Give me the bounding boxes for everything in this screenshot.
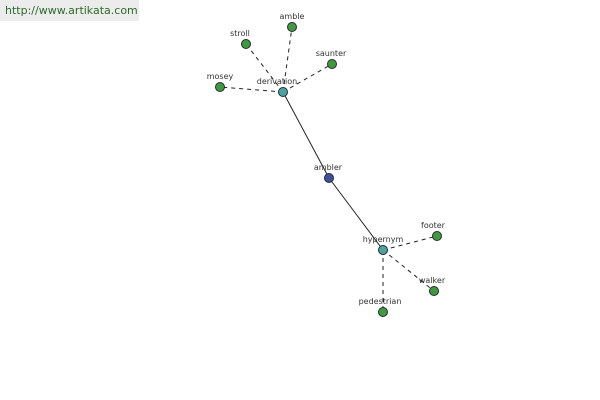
node-pedestrian[interactable] [378, 307, 388, 317]
node-label-pedestrian: pedestrian [359, 297, 402, 306]
node-label-walker: walker [419, 276, 446, 285]
edge-ambler-hypernym [328, 177, 384, 251]
node-mosey[interactable] [215, 82, 225, 92]
node-saunter[interactable] [327, 59, 337, 69]
edge-derivation-amble [282, 26, 293, 93]
node-derivation[interactable] [278, 87, 288, 97]
node-label-ambler: ambler [314, 163, 343, 172]
node-stroll[interactable] [241, 39, 251, 49]
nodes-layer [215, 22, 442, 317]
node-label-amble: amble [280, 12, 305, 21]
node-amble[interactable] [287, 22, 297, 32]
node-label-derivation: derivation [257, 77, 297, 86]
edge-derivation-saunter [282, 63, 333, 93]
node-label-saunter: saunter [316, 49, 347, 58]
labels-layer: ambler derivation hypernym amble stroll saunt… [207, 12, 446, 306]
edge-hypernym-footer [382, 235, 438, 251]
node-label-hypernym: hypernym [363, 235, 404, 244]
node-ambler[interactable] [324, 173, 334, 183]
node-footer[interactable] [432, 231, 442, 241]
node-label-stroll: stroll [230, 29, 250, 38]
edge-hypernym-walker [382, 249, 435, 292]
edge-ambler-derivation [282, 91, 330, 179]
node-label-mosey: mosey [207, 72, 234, 81]
node-walker[interactable] [429, 286, 439, 296]
edges-layer [219, 26, 438, 312]
node-label-footer: footer [421, 221, 446, 230]
site-link[interactable]: http://www.artikata.com [0, 0, 139, 21]
edge-derivation-mosey [219, 86, 284, 93]
node-hypernym[interactable] [378, 245, 388, 255]
edge-derivation-stroll [245, 43, 284, 93]
